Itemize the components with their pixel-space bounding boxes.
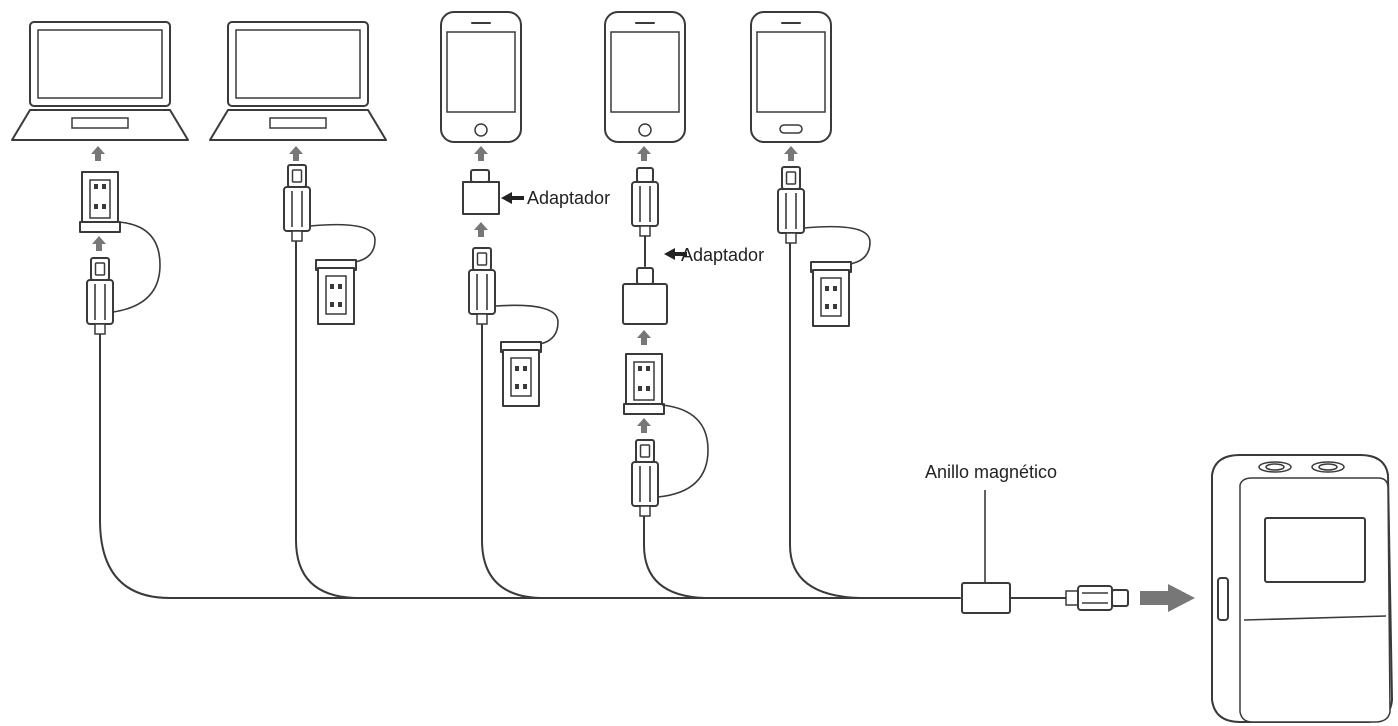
smartphone-icon	[750, 11, 832, 143]
magnetic-ring-icon	[961, 582, 1011, 614]
smartphone-icon	[604, 11, 686, 143]
home-button-icon	[638, 123, 652, 137]
cable-1	[99, 329, 961, 599]
magnetic-ring-label: Anillo magnético	[925, 462, 1057, 482]
right-arrow-icon	[1140, 584, 1195, 612]
lightning-connector-icon	[636, 167, 654, 183]
adapter-icon	[636, 267, 654, 285]
tether-loop	[309, 223, 376, 263]
usb-a-connector-icon	[500, 341, 542, 407]
adapter-icon	[622, 283, 668, 325]
portable-device-icon	[1211, 454, 1393, 723]
pointer-arrow-icon	[501, 192, 524, 204]
usb-a-connector-icon	[79, 171, 121, 233]
cable-2	[295, 239, 356, 599]
cable-5	[789, 239, 861, 599]
laptop-icon	[209, 21, 387, 141]
smartphone-icon	[440, 11, 522, 143]
tether-loop	[803, 225, 871, 265]
pointer-arrow-icon	[664, 248, 687, 260]
usb-c-connector-icon	[631, 439, 659, 517]
up-arrow-icon	[92, 236, 106, 251]
usb-c-connector-icon	[777, 166, 805, 244]
up-arrow-icon	[784, 146, 798, 161]
adapter-label-1: Adaptador	[527, 188, 610, 208]
usb-a-connector-icon	[623, 353, 665, 415]
tether-loop	[657, 404, 709, 498]
up-arrow-icon	[91, 146, 105, 161]
usb-c-connector-icon	[468, 247, 496, 325]
up-arrow-icon	[474, 222, 488, 237]
home-button-icon	[779, 124, 803, 134]
up-arrow-icon	[474, 146, 488, 161]
adapter-icon	[462, 181, 500, 215]
connector-body	[631, 181, 659, 227]
usb-c-connector-icon	[86, 257, 114, 335]
home-button-icon	[474, 123, 488, 137]
up-arrow-icon	[637, 330, 651, 345]
tether-loop	[112, 221, 161, 313]
up-arrow-icon	[637, 146, 651, 161]
usb-a-connector-icon	[315, 259, 357, 325]
usb-a-connector-icon	[810, 261, 852, 327]
usb-c-connector-icon	[283, 164, 311, 242]
usb-c-plug-horizontal-icon	[1065, 585, 1129, 611]
laptop-icon	[11, 21, 189, 141]
cable-4	[643, 509, 706, 599]
tether-loop	[494, 304, 559, 345]
lightning-connector-icon	[470, 169, 490, 183]
adapter-label-2: Adaptador	[681, 245, 764, 265]
up-arrow-icon	[289, 146, 303, 161]
up-arrow-icon	[637, 418, 651, 433]
cable-3	[481, 319, 541, 599]
